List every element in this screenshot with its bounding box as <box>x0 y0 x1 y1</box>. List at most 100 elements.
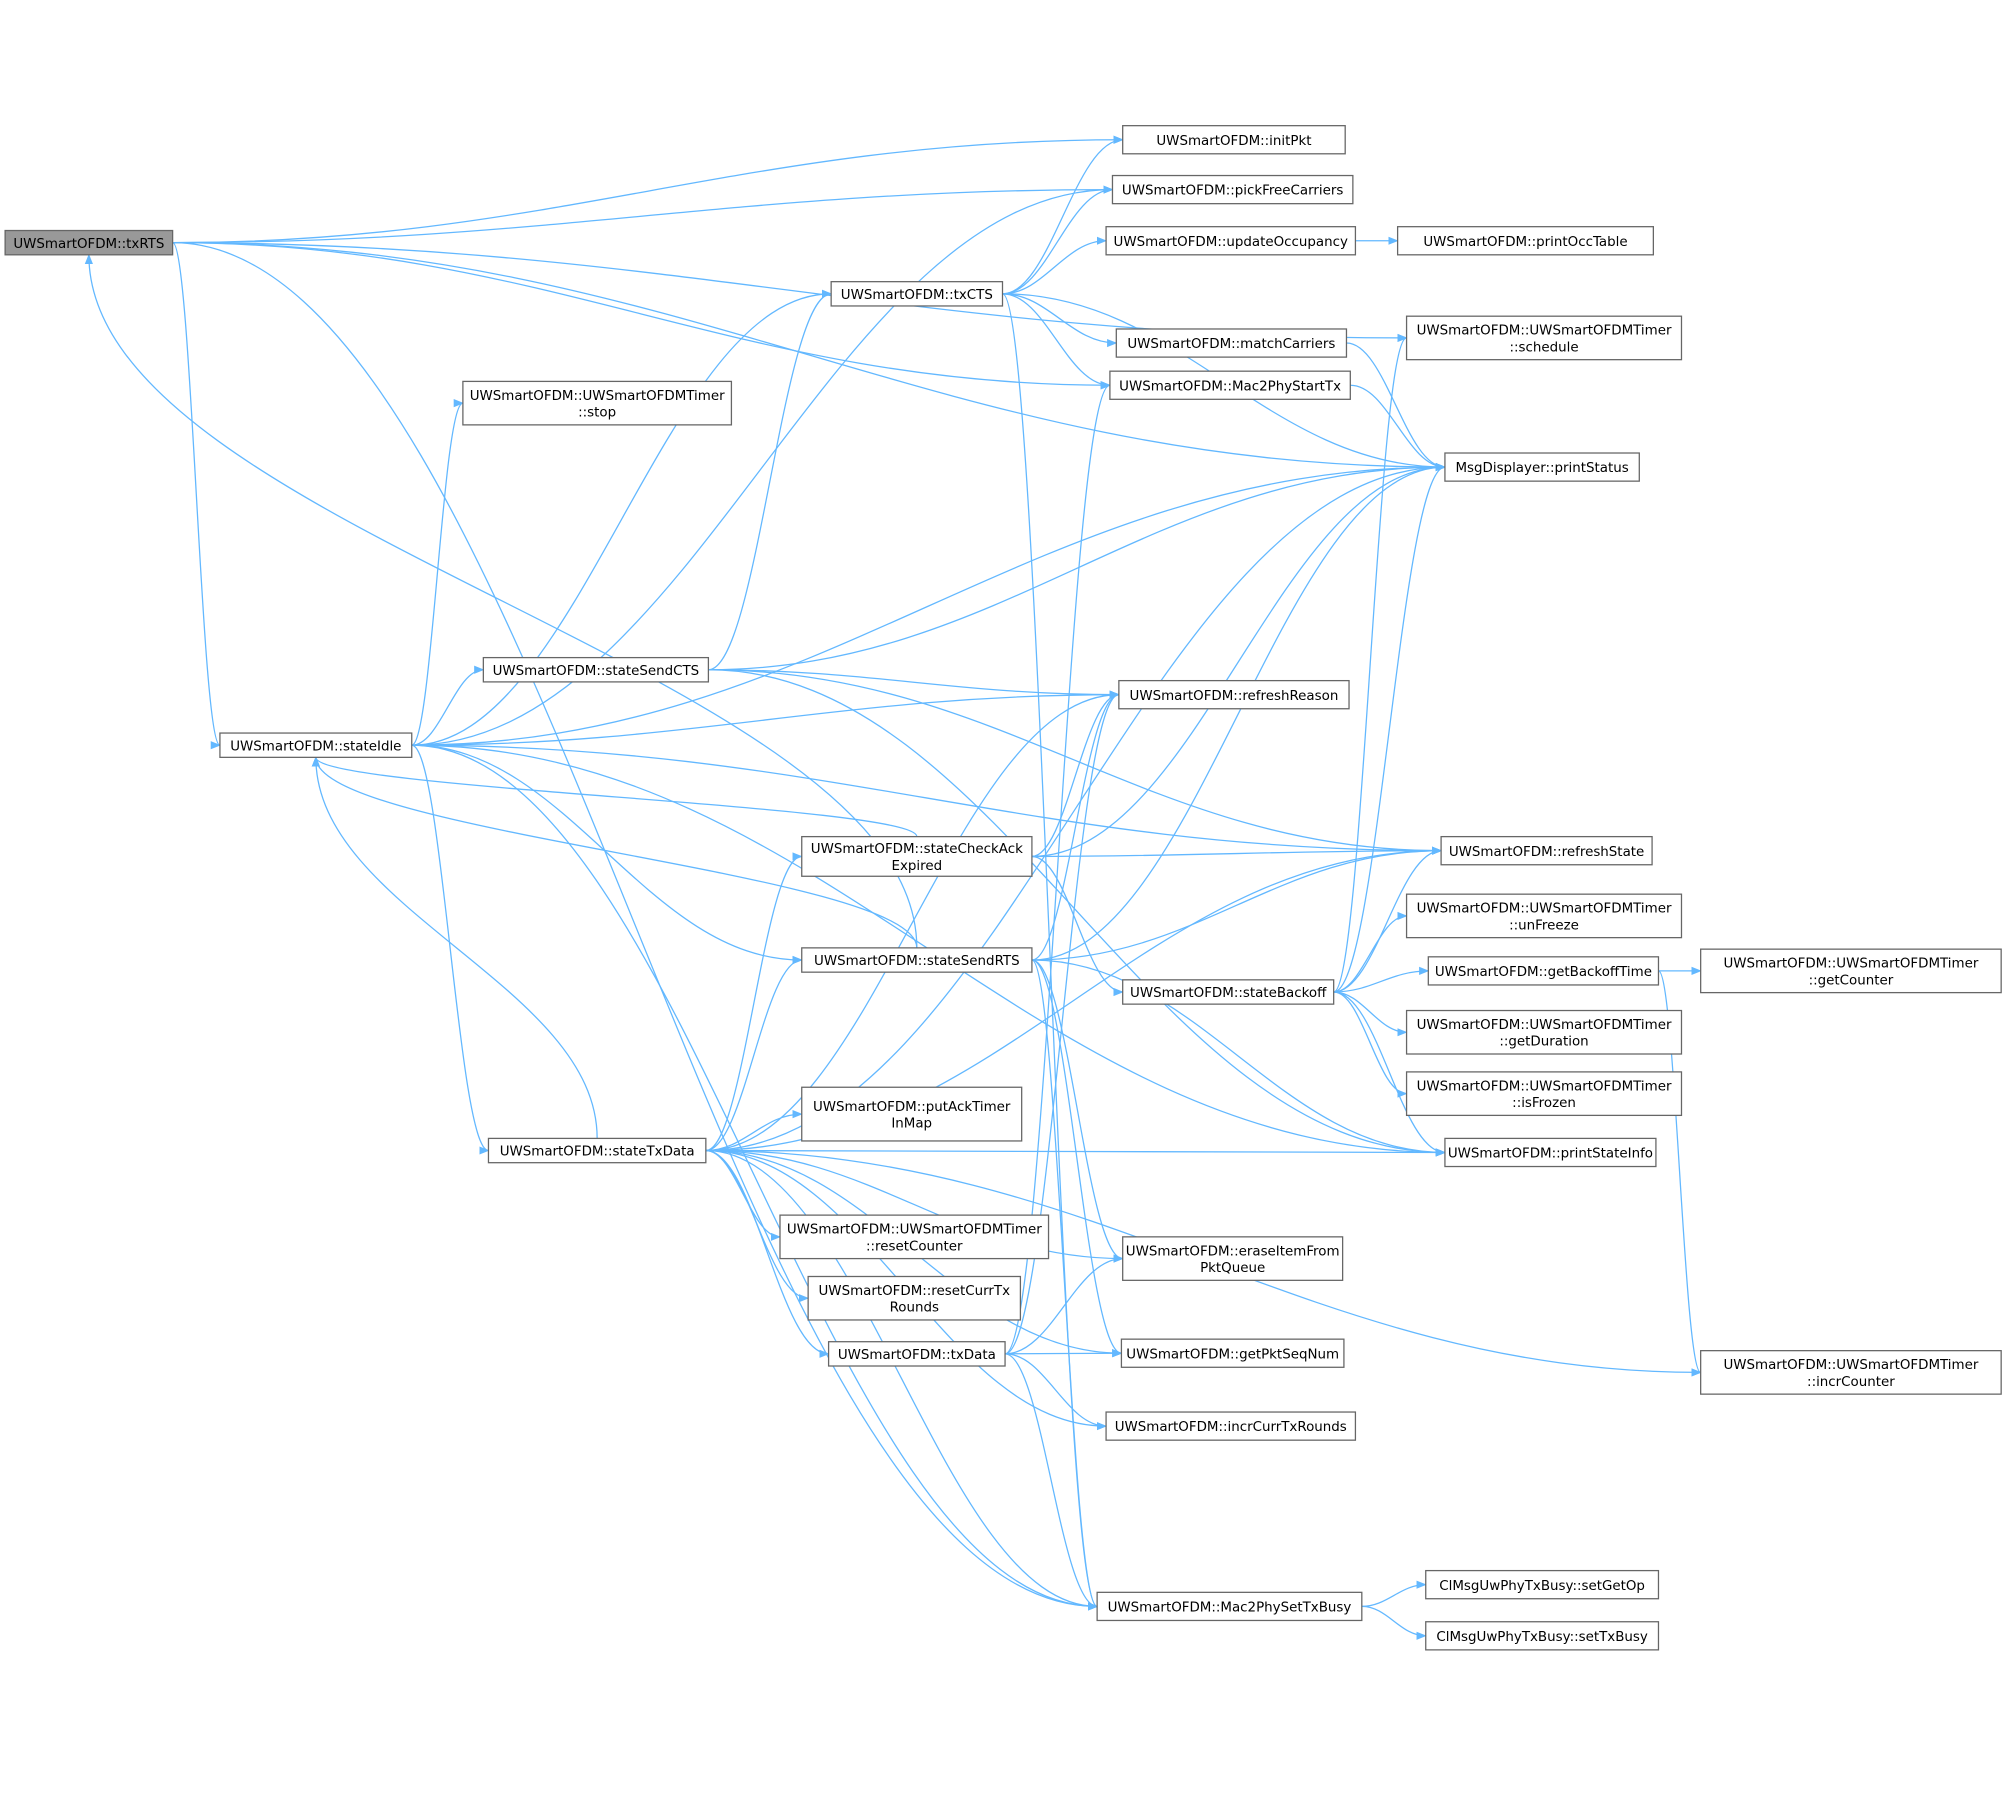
node-pickFreeCarriers[interactable]: UWSmartOFDM::pickFreeCarriers <box>1111 174 1354 205</box>
node-label: ::stop <box>578 406 616 421</box>
node-box <box>487 1137 707 1164</box>
node-schedule[interactable]: UWSmartOFDM::UWSmartOFDMTimer::schedule <box>1405 315 1683 361</box>
node-label: UWSmartOFDM::resetCurrTx <box>819 1284 1011 1299</box>
node-box <box>779 1214 1050 1260</box>
node-label: UWSmartOFDM::Mac2PhyStartTx <box>1119 379 1341 394</box>
edge-stateTxData-to-printStateInfo <box>705 1148 1446 1157</box>
edge-txData-to-Mac2PhyStartTx <box>1004 381 1111 1355</box>
node-label: UWSmartOFDM::txData <box>838 1348 996 1363</box>
node-box <box>1700 1350 2002 1395</box>
node-label: UWSmartOFDM::eraseItemFrom <box>1126 1244 1340 1259</box>
node-txRTS[interactable]: UWSmartOFDM::txRTS <box>4 229 174 256</box>
edge-stateBackoff-to-getDuration <box>1333 991 1408 1037</box>
node-refreshReason[interactable]: UWSmartOFDM::refreshReason <box>1118 679 1350 710</box>
edge-stateSendRTS-to-printStatus <box>1031 463 1446 961</box>
node-printOccTable[interactable]: UWSmartOFDM::printOccTable <box>1396 226 1654 256</box>
node-incrCounter[interactable]: UWSmartOFDM::UWSmartOFDMTimer::incrCount… <box>1700 1350 2002 1395</box>
node-initPkt[interactable]: UWSmartOFDM::initPkt <box>1122 125 1346 155</box>
node-stateTxData[interactable]: UWSmartOFDM::stateTxData <box>487 1137 707 1164</box>
node-txCTS[interactable]: UWSmartOFDM::txCTS <box>830 281 1004 307</box>
node-stateSendRTS[interactable]: UWSmartOFDM::stateSendRTS <box>801 947 1033 973</box>
node-label: UWSmartOFDM::txRTS <box>13 237 164 252</box>
edges-layer <box>84 135 1702 1640</box>
node-box <box>801 947 1033 973</box>
node-txData[interactable]: UWSmartOFDM::txData <box>827 1341 1006 1367</box>
node-label: InMap <box>891 1117 932 1132</box>
node-matchCarriers[interactable]: UWSmartOFDM::matchCarriers <box>1115 328 1348 358</box>
node-box <box>1425 1621 1660 1651</box>
node-label: UWSmartOFDM::UWSmartOFDMTimer <box>1417 324 1672 339</box>
edge-stateCheckAckExpired-to-stateBackoff <box>1031 855 1124 997</box>
node-label: UWSmartOFDM::UWSmartOFDMTimer <box>1417 1079 1672 1094</box>
node-printStatus[interactable]: MsgDisplayer::printStatus <box>1444 452 1640 482</box>
node-stateIdle[interactable]: UWSmartOFDM::stateIdle <box>219 732 413 758</box>
edge-stateTxData-to-stateSendRTS <box>705 955 803 1152</box>
node-label: ClMsgUwPhyTxBusy::setGetOp <box>1439 1579 1645 1594</box>
node-label: ::incrCounter <box>1807 1375 1895 1390</box>
node-box <box>801 1086 1023 1142</box>
node-getCounter[interactable]: UWSmartOFDM::UWSmartOFDMTimer::getCounte… <box>1700 948 2002 994</box>
node-box <box>1122 1236 1344 1281</box>
edge-txData-to-eraseItemFromPktQueue <box>1005 1254 1124 1355</box>
edge-txRTS-to-initPkt <box>172 135 1124 244</box>
edge-stateSendCTS-to-refreshState <box>708 669 1443 855</box>
node-isFrozen[interactable]: UWSmartOFDM::UWSmartOFDMTimer::isFrozen <box>1405 1071 1683 1117</box>
node-box <box>830 281 1004 307</box>
node-box <box>1444 1137 1657 1168</box>
node-stop[interactable]: UWSmartOFDM::UWSmartOFDMTimer::stop <box>462 380 733 426</box>
node-getDuration[interactable]: UWSmartOFDM::UWSmartOFDMTimer::getDurati… <box>1405 1009 1683 1055</box>
node-box <box>462 380 733 426</box>
node-Mac2PhySetTxBusy[interactable]: UWSmartOFDM::Mac2PhySetTxBusy <box>1096 1591 1363 1622</box>
node-printStateInfo[interactable]: UWSmartOFDM::printStateInfo <box>1444 1137 1657 1168</box>
node-box <box>1405 1071 1683 1117</box>
edge-txCTS-to-matchCarriers <box>1002 293 1118 348</box>
node-stateSendCTS[interactable]: UWSmartOFDM::stateSendCTS <box>482 656 710 683</box>
edge-stateBackoff-to-isFrozen <box>1333 991 1408 1098</box>
node-box <box>827 1341 1006 1367</box>
edge-stateIdle-to-stateSendRTS <box>411 744 803 965</box>
node-label: UWSmartOFDM::refreshReason <box>1130 689 1339 704</box>
edge-getBackoffTime-to-incrCounter <box>1657 970 1702 1377</box>
edge-txCTS-to-updateOccupancy <box>1002 236 1108 295</box>
node-box <box>1122 125 1346 155</box>
node-box <box>1427 956 1660 986</box>
edge-txData-to-getPktSeqNum <box>1005 1349 1123 1358</box>
edge-stateIdle-to-refreshState <box>411 744 1443 855</box>
node-getBackoffTime[interactable]: UWSmartOFDM::getBackoffTime <box>1427 956 1660 986</box>
edge-stateIdle-to-stateSendCTS <box>411 665 485 746</box>
node-label: ::unFreeze <box>1509 918 1579 933</box>
node-updateOccupancy[interactable]: UWSmartOFDM::updateOccupancy <box>1105 226 1357 256</box>
node-box <box>1111 174 1354 205</box>
node-setGetOp[interactable]: ClMsgUwPhyTxBusy::setGetOp <box>1425 1569 1660 1600</box>
node-unFreeze[interactable]: UWSmartOFDM::UWSmartOFDMTimer::unFreeze <box>1405 893 1683 939</box>
edge-stateSendCTS-to-refreshReason <box>708 669 1120 699</box>
node-refreshState[interactable]: UWSmartOFDM::refreshState <box>1440 835 1653 866</box>
node-label: UWSmartOFDM::matchCarriers <box>1127 337 1335 352</box>
edge-txCTS-to-Mac2PhyStartTx <box>1002 293 1111 390</box>
edge-stateIdle-to-refreshReason <box>411 690 1120 746</box>
node-incrCurrTxRounds[interactable]: UWSmartOFDM::incrCurrTxRounds <box>1105 1411 1357 1441</box>
node-setTxBusy[interactable]: ClMsgUwPhyTxBusy::setTxBusy <box>1425 1621 1660 1651</box>
node-resetCounter[interactable]: UWSmartOFDM::UWSmartOFDMTimer::resetCoun… <box>779 1214 1050 1260</box>
edge-stateBackoff-to-schedule <box>1333 334 1408 993</box>
node-box <box>1700 948 2002 994</box>
edge-stateTxData-to-stateIdle <box>311 756 598 1139</box>
node-Mac2PhyStartTx[interactable]: UWSmartOFDM::Mac2PhyStartTx <box>1109 370 1351 400</box>
node-label: UWSmartOFDM::stateCheckAck <box>811 842 1023 857</box>
edge-stateSendRTS-to-getPktSeqNum <box>1031 959 1123 1358</box>
edge-stateBackoff-to-printStatus <box>1333 463 1446 993</box>
edge-stateSendCTS-to-printStateInfo <box>708 669 1446 1157</box>
edge-stateSendRTS-to-txRTS <box>84 253 918 948</box>
node-label: UWSmartOFDM::UWSmartOFDMTimer <box>470 389 725 404</box>
edge-stateSendRTS-to-refreshReason <box>1031 690 1120 961</box>
node-getPktSeqNum[interactable]: UWSmartOFDM::getPktSeqNum <box>1120 1338 1345 1368</box>
node-box <box>1120 1338 1345 1368</box>
node-label: UWSmartOFDM::Mac2PhySetTxBusy <box>1108 1601 1352 1616</box>
edge-matchCarriers-to-printStatus <box>1346 342 1446 472</box>
node-stateBackoff[interactable]: UWSmartOFDM::stateBackoff <box>1122 979 1335 1005</box>
edge-stateCheckAckExpired-to-stateIdle <box>311 756 918 837</box>
